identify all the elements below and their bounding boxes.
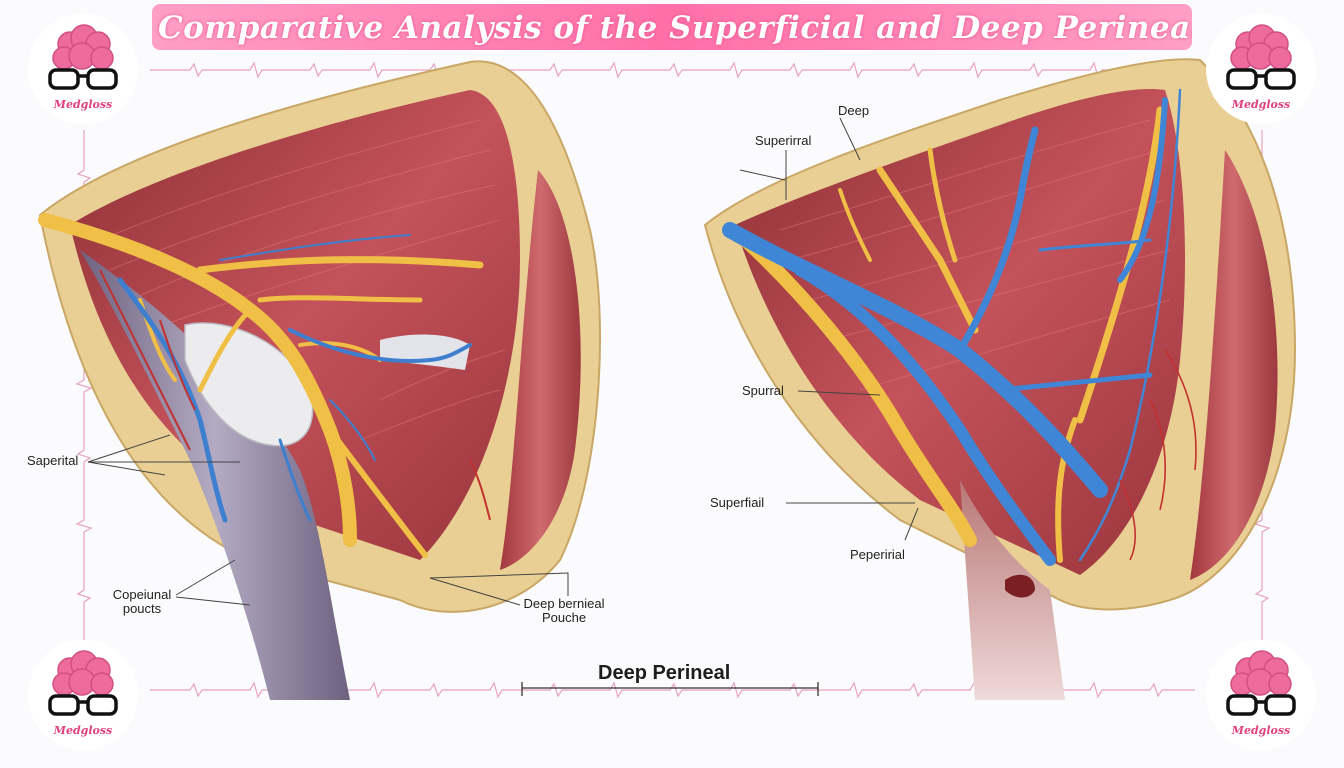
- label-line: Copeiunal: [112, 587, 172, 602]
- brain-glasses-icon: [48, 650, 118, 716]
- leader-lines: [87, 117, 919, 606]
- logo-top-right: Medgloss: [1206, 14, 1316, 124]
- label-superfiail: Superfiail: [710, 495, 765, 510]
- logo-text: Medgloss: [1231, 724, 1291, 737]
- label-line: poucts: [122, 601, 162, 616]
- label-deep: Deep: [838, 103, 870, 118]
- ecg-line-top: [150, 61, 1195, 79]
- title-banner: Comparative Analysis of the Superficial …: [152, 4, 1192, 50]
- logo-bottom-left: Medgloss: [28, 640, 138, 750]
- footer-bracket: [521, 682, 819, 696]
- deep-pouch-illustration: [703, 58, 1297, 700]
- label-spurral: Spurral: [742, 383, 784, 398]
- logo-top-left: Medgloss: [28, 14, 138, 124]
- logo-text: Medgloss: [53, 98, 113, 111]
- label-deep-bernieal-pouche: Deep bernieal Pouche: [514, 597, 614, 625]
- label-superirral: Superirral: [755, 133, 812, 148]
- logo-bottom-right: Medgloss: [1206, 640, 1316, 750]
- logo-text: Medgloss: [1231, 98, 1291, 111]
- superficial-pouch-illustration: [38, 60, 601, 700]
- label-line: Pouche: [541, 610, 587, 625]
- label-copeiunal-poucts: Copeiunal poucts: [106, 588, 178, 616]
- brain-glasses-icon: [1226, 24, 1296, 90]
- page-title: Comparative Analysis of the Superficial …: [158, 10, 1192, 46]
- footer-title: Deep Perineal: [598, 662, 731, 684]
- label-line: Deep bernieal: [523, 596, 605, 611]
- label-peperirial: Peperirial: [850, 547, 905, 562]
- brain-glasses-icon: [48, 24, 118, 90]
- logo-text: Medgloss: [53, 724, 113, 737]
- label-saperital: Saperital: [27, 453, 79, 468]
- brain-glasses-icon: [1226, 650, 1296, 716]
